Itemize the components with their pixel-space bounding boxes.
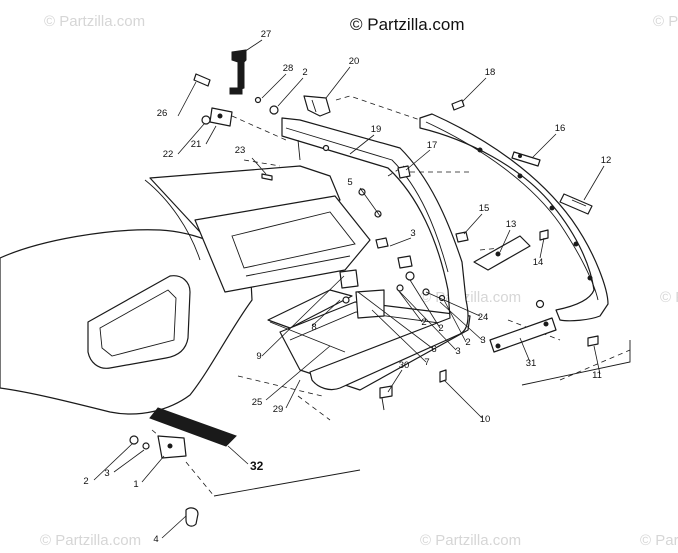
bracket-part-13 <box>473 235 531 271</box>
nut-part-22 <box>201 115 211 125</box>
strut-part-27 <box>229 49 247 95</box>
headlight-opening <box>87 275 191 369</box>
callout-c29: 29 <box>273 404 284 415</box>
callout-c3c: 3 <box>455 346 460 357</box>
callout-c21: 21 <box>191 139 202 150</box>
callout-32: 32 <box>250 459 264 473</box>
callout-c5: 5 <box>347 177 352 188</box>
callout-c3b: 3 <box>480 335 485 346</box>
leader-lines <box>93 39 605 539</box>
watermark-mid-right: © Partzilla.com <box>660 289 678 306</box>
callout-c3a: 3 <box>410 228 415 239</box>
callout-c10: 10 <box>480 414 491 425</box>
front-bumper <box>419 113 609 322</box>
callout-c14: 14 <box>533 257 544 268</box>
bolt-part-15 <box>455 231 469 243</box>
plate-part-16 <box>511 151 541 167</box>
callout-c1: 1 <box>133 479 138 490</box>
callout-c27: 27 <box>261 29 272 40</box>
screw-part-14 <box>539 229 549 241</box>
bracket-part-31 <box>489 299 557 353</box>
watermark-bottom-right: © Partzilla.com <box>640 532 678 549</box>
callout-c8: 8 <box>311 322 316 333</box>
callout-c2a: 2 <box>302 67 307 78</box>
hinge-assembly-lower <box>129 435 199 527</box>
callout-c6: 6 <box>431 344 436 355</box>
watermark-top-right: © Partzilla.com <box>653 13 678 30</box>
callout-c22: 22 <box>163 149 174 160</box>
callout-c3d: 3 <box>104 468 109 479</box>
callout-c16: 16 <box>555 123 566 134</box>
callout-c2b: 2 <box>421 317 426 328</box>
skid-plate-part-32 <box>149 407 237 447</box>
screw-part-23 <box>261 173 273 181</box>
callout-c13: 13 <box>506 219 517 230</box>
callout-c4: 4 <box>153 534 158 545</box>
watermark-top-left: © Partzilla.com <box>44 13 145 30</box>
screw-part-10 <box>439 369 447 383</box>
callout-c15: 15 <box>479 203 490 214</box>
callout-c12: 12 <box>601 155 612 166</box>
callout-c28: 28 <box>283 63 294 74</box>
callout-c24: 24 <box>478 312 489 323</box>
callout-c26: 26 <box>157 108 168 119</box>
callout-c19: 19 <box>371 124 382 135</box>
callout-c2d: 2 <box>465 337 470 348</box>
bolt-part-30 <box>379 385 393 411</box>
watermark-mid-center: © Partzilla.com <box>420 289 521 306</box>
brand-copyright: © Partzilla.com <box>350 15 465 34</box>
callout-c2e: 2 <box>83 476 88 487</box>
screw-part-18 <box>451 99 465 111</box>
callout-c17: 17 <box>427 140 438 151</box>
callout-c18: 18 <box>485 67 496 78</box>
callout-c25: 25 <box>252 397 263 408</box>
callout-c23: 23 <box>235 145 246 156</box>
center-hardware <box>339 237 446 319</box>
callout-c7: 7 <box>424 357 429 368</box>
screw-part-11 <box>587 335 599 347</box>
callout-c2c: 2 <box>438 323 443 334</box>
callout-c9: 9 <box>256 351 261 362</box>
bracket-part-20 <box>303 95 331 117</box>
callout-c30: 30 <box>399 360 410 371</box>
bracket-part-21 <box>209 107 233 127</box>
callout-c11: 11 <box>592 370 602 381</box>
washer-part-28 <box>254 96 262 104</box>
watermark-bottom-center: © Partzilla.com <box>420 532 521 549</box>
nut-part-2-top <box>269 105 279 115</box>
nose-pan <box>281 117 469 391</box>
callout-c20: 20 <box>349 56 360 67</box>
bracket-part-12 <box>559 193 593 215</box>
callout-c31: 31 <box>526 358 537 369</box>
bolt-part-26 <box>193 73 211 87</box>
watermark-bottom-left: © Partzilla.com <box>40 532 141 549</box>
